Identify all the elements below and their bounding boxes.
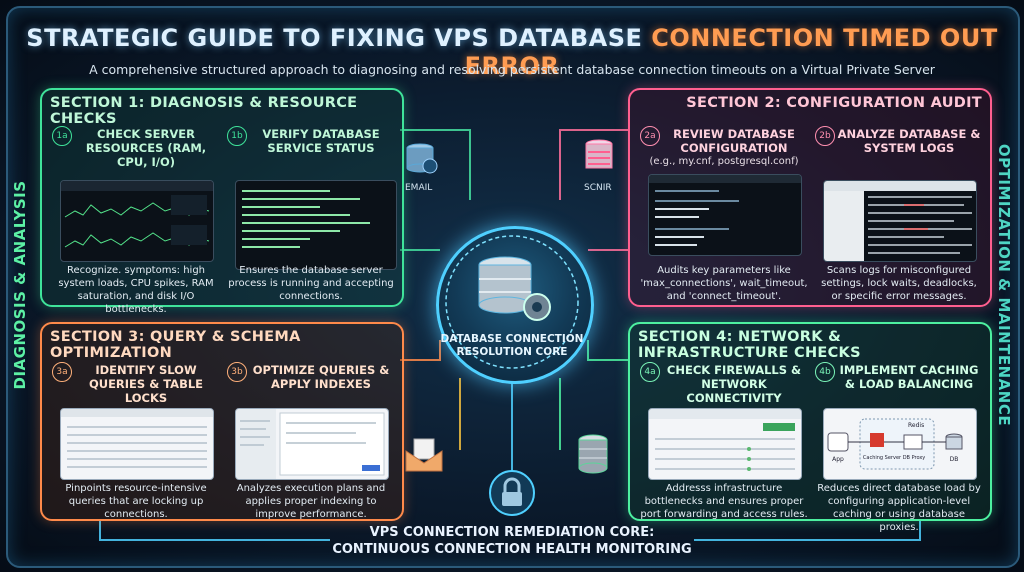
firewall-rules-screenshot (648, 408, 802, 480)
step-number: 1a (52, 126, 72, 146)
card-description: Reduces direct database load by configur… (817, 483, 981, 533)
card-subtitle: (e.g., my.cnf, postgresql.conf) (649, 156, 799, 167)
card-description: Scans logs for misconfigured settings, l… (821, 265, 977, 302)
step-number: 1b (227, 126, 247, 146)
section-diagnosis: SECTION 1: DIAGNOSIS & RESOURCE CHECKS 1… (40, 88, 404, 315)
card-description: Recognize. symptoms: high system loads, … (58, 265, 214, 315)
section-query-optimization: SECTION 3: QUERY & SCHEMA OPTIMIZATION 3… (40, 322, 404, 521)
email-module-icon (400, 142, 440, 184)
footer-caption: VPS CONNECTION REMEDIATION CORE: CONTINU… (330, 524, 694, 558)
card-title: OPTIMIZE QUERIES & APPLY INDEXES (252, 363, 390, 391)
section-network-infrastructure: SECTION 4: NETWORK & INFRASTRUCTURE CHEC… (628, 322, 992, 533)
terminal-screenshot (235, 180, 397, 270)
scnir-label: SCNIR (584, 183, 612, 193)
slow-query-log-screenshot (60, 408, 214, 480)
outer-frame (6, 6, 1020, 568)
card-description: Analyzes execution plans and applies pro… (236, 483, 386, 520)
config-file-screenshot (648, 174, 802, 256)
caching-server-label: Caching Server (863, 455, 902, 461)
resolution-core (436, 226, 594, 384)
step-number: 2a (640, 126, 660, 146)
mail-envelope-icon (404, 437, 444, 477)
redis-label: Redis (908, 422, 924, 429)
log-viewer-screenshot (823, 180, 977, 262)
db-label: DB (950, 456, 959, 463)
lock-icon (488, 468, 536, 522)
page-title: STRATEGIC GUIDE TO FIXING VPS DATABASE C… (0, 24, 1024, 80)
query-plan-screenshot (235, 408, 389, 480)
page-subtitle: A comprehensive structured approach to d… (89, 62, 935, 77)
step-number: 4b (815, 362, 835, 382)
section-title: SECTION 1: DIAGNOSIS & RESOURCE CHECKS (50, 95, 358, 127)
db-proxy-label: DB Proxy (903, 455, 926, 461)
step-number: 2b (815, 126, 835, 146)
caching-diagram: App Redis Caching Server DB Proxy DB (823, 408, 977, 480)
section-configuration-audit: SECTION 2: CONFIGURATION AUDIT 2a REVIEW… (628, 88, 992, 307)
resource-monitor-screenshot (60, 180, 214, 262)
card-description: Ensures the database server process is r… (228, 265, 394, 302)
card-description: Audits key parameters like 'max_connecti… (640, 265, 808, 302)
section-title: SECTION 3: QUERY & SCHEMA OPTIMIZATION (50, 329, 301, 361)
card-title: CHECK SERVER RESOURCES (RAM, CPU, I/O) (85, 127, 207, 169)
card-title: IMPLEMENT CACHING & LOAD BALANCING (839, 363, 979, 391)
footer-line-2: CONTINUOUS CONNECTION HEALTH MONITORING (332, 542, 692, 557)
section-title: SECTION 2: CONFIGURATION AUDIT (686, 95, 982, 111)
card-title: IDENTIFY SLOW QUERIES & TABLE LOCKS (88, 363, 204, 405)
card-title: CHECK FIREWALLS & NETWORK CONNECTIVITY (666, 363, 802, 405)
core-label: DATABASE CONNECTION RESOLUTION CORE (440, 333, 584, 358)
scnir-module-icon (582, 138, 616, 182)
database-stack-icon (575, 434, 611, 478)
step-number: 4a (640, 362, 660, 382)
title-part-1: STRATEGIC GUIDE TO FIXING VPS DATABASE (26, 24, 643, 52)
database-gear-icon (445, 235, 579, 369)
step-number: 3b (227, 362, 247, 382)
card-title: ANALYZE DATABASE & SYSTEM LOGS (837, 127, 981, 155)
step-number: 3a (52, 362, 72, 382)
title-part-2: CONNECTION TIMED OUT ERROR (464, 24, 998, 80)
footer-line-1: VPS CONNECTION REMEDIATION CORE: (369, 525, 655, 540)
card-title: REVIEW DATABASE CONFIGURATION (673, 127, 795, 155)
card-description: Addresss infrastructure bottlenecks and … (640, 483, 808, 520)
card-description: Pinpoints resource-intensive queries tha… (65, 483, 207, 520)
app-label: App (832, 456, 844, 463)
card-title: VERIFY DATABASE SERVICE STATUS (262, 127, 380, 155)
section-title: SECTION 4: NETWORK & INFRASTRUCTURE CHEC… (638, 329, 861, 361)
email-label: EMAIL (405, 183, 433, 193)
